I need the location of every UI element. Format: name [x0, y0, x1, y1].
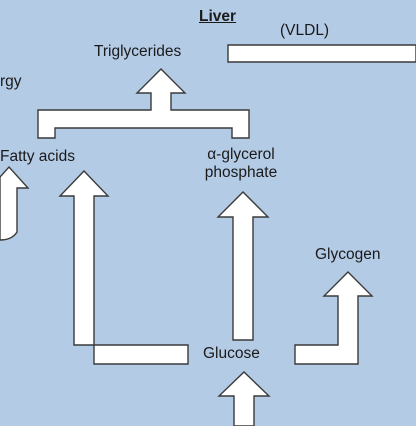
- triglyceride-synthesis-arrow: [37, 68, 250, 139]
- fatty-acid-input-arrow: [0, 165, 30, 241]
- glucose-to-fatty-acids-arrow: [58, 169, 189, 365]
- vldl-export-bar: [227, 44, 416, 63]
- section-title-liver: Liver: [199, 8, 237, 25]
- glycogen-label: Glycogen: [315, 246, 381, 263]
- fatty-acids-label: Fatty acids: [0, 148, 75, 165]
- alpha-glycerol-line1: α-glycerol: [207, 146, 275, 163]
- alpha-glycerol-phosphate-label: α-glycerol phosphate: [186, 146, 296, 182]
- vldl-label: (VLDL): [280, 22, 330, 39]
- glucose-input-arrow: [217, 371, 271, 426]
- triglycerides-label: Triglycerides: [94, 43, 182, 60]
- glucose-to-glycogen-arrow: [294, 271, 374, 365]
- glucose-to-glycerol-phosphate-arrow: [216, 191, 270, 341]
- energy-label-partial: rgy: [0, 73, 22, 90]
- alpha-glycerol-line2: phosphate: [204, 164, 278, 181]
- glucose-label: Glucose: [203, 345, 260, 362]
